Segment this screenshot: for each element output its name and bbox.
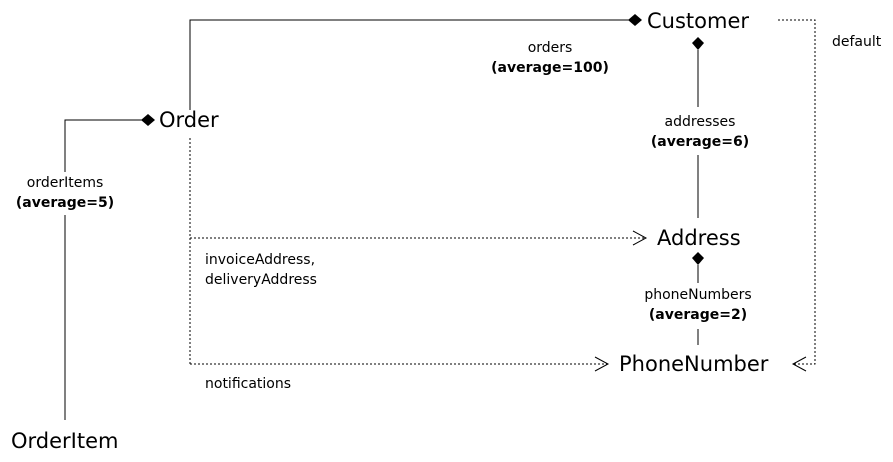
delivery-address-text: deliveryAddress [205, 272, 317, 288]
invoice-address-text: invoiceAddress, [205, 252, 316, 268]
phone-numbers-diamond [692, 252, 704, 265]
order-items-diamond [141, 114, 155, 126]
phone-numbers-label-detail: (average=2) [648, 307, 748, 323]
orders-label: orders (average=100) [490, 38, 610, 78]
addresses-label-detail: (average=6) [650, 134, 750, 150]
phone-number-node: PhoneNumber [619, 352, 769, 376]
addresses-label: addresses (average=6) [640, 112, 760, 152]
order-item-node: OrderItem [11, 429, 119, 453]
notifications-arrowhead [594, 356, 610, 372]
invoice-delivery-arrowhead [632, 230, 648, 246]
orders-label-name: orders [527, 40, 573, 56]
customer-node: Customer [647, 9, 750, 33]
order-node: Order [159, 108, 219, 132]
default-edge [778, 19, 816, 365]
address-node: Address [657, 226, 741, 250]
orders-edge [189, 19, 632, 110]
phone-numbers-label-name: phoneNumbers [644, 287, 752, 303]
addresses-diamond [692, 37, 704, 50]
orders-diamond [628, 14, 642, 26]
order-items-label-name: orderItems [26, 175, 104, 191]
phone-numbers-label: phoneNumbers (average=2) [628, 285, 768, 325]
order-items-edge-top [64, 119, 143, 172]
default-arrowhead [791, 356, 807, 372]
addresses-label-name: addresses [664, 114, 736, 130]
default-label: default [832, 34, 882, 50]
orders-label-detail: (average=100) [491, 60, 609, 76]
notifications-label: notifications [205, 376, 292, 392]
order-items-label: orderItems (average=5) [5, 173, 125, 213]
order-items-label-detail: (average=5) [15, 195, 115, 211]
invoice-delivery-label: invoiceAddress, deliveryAddress [205, 250, 317, 290]
